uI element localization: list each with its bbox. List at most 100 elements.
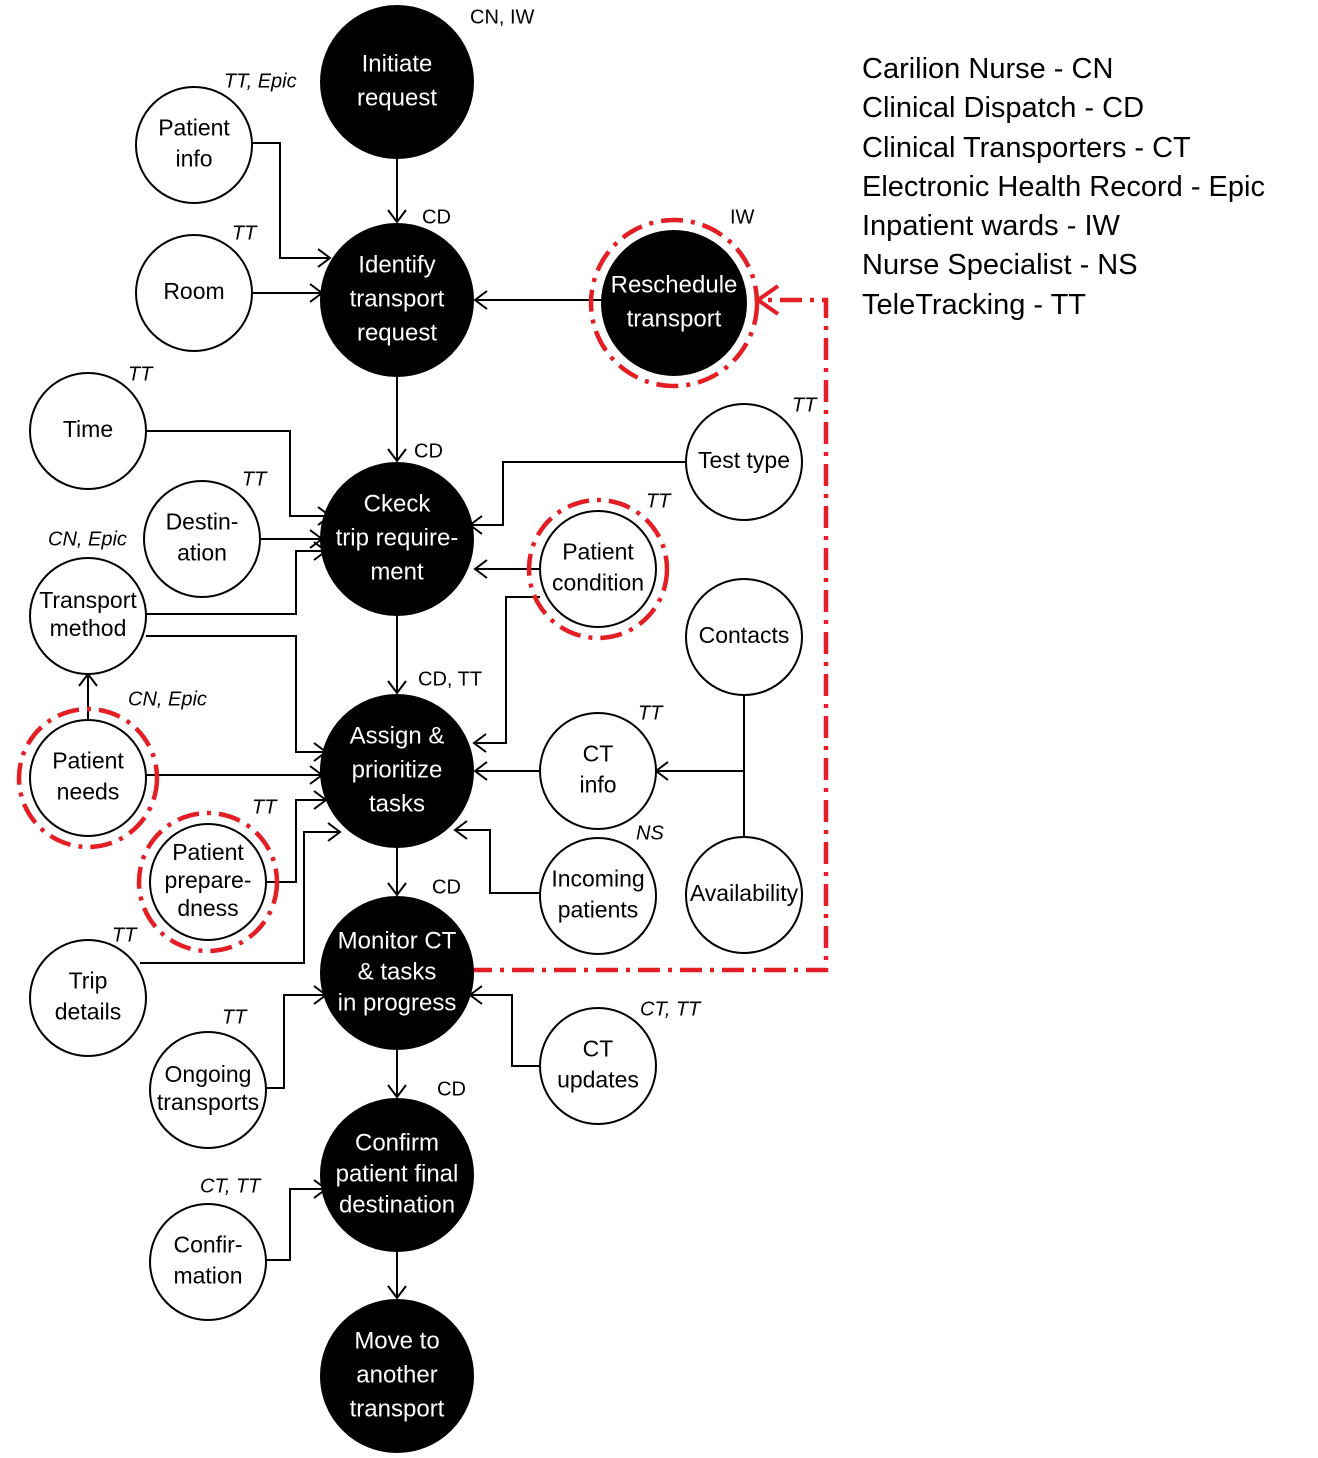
info-circle — [135, 234, 253, 352]
node-label-line: Assign & — [350, 722, 445, 749]
info-circle — [539, 837, 657, 955]
edge-needs-up — [78, 672, 98, 720]
info-circle — [29, 557, 147, 675]
source-label: NS — [636, 822, 664, 844]
node-label-line: transport — [350, 285, 445, 312]
legend-item: Carilion Nurse - CN — [862, 53, 1114, 85]
node-label-line: ation — [177, 540, 227, 566]
edge-needs — [146, 765, 324, 785]
legend-item: Clinical Transporters - CT — [862, 131, 1191, 164]
flow-assign-monitor — [387, 847, 407, 897]
node-ct-info: CT info — [539, 712, 657, 830]
node-label-line: patient final — [336, 1160, 459, 1187]
node-label-line: Availability — [690, 880, 799, 906]
connector-line — [474, 596, 540, 744]
node-label-line: Confir- — [173, 1232, 242, 1258]
info-circle — [149, 823, 267, 941]
node-label-line: Patient — [562, 539, 634, 565]
node-label-line: request — [357, 84, 437, 111]
edge-ct-updates — [468, 985, 540, 1067]
source-label: CN, Epic — [48, 528, 127, 550]
highlight-ring — [16, 706, 160, 850]
node-label-line: info — [579, 772, 616, 798]
diagram-connectors — [78, 142, 829, 1300]
arrowhead — [473, 290, 488, 310]
node-label-line: & tasks — [358, 958, 437, 985]
actor-label: IW — [730, 206, 755, 228]
node-label-line: Destin- — [166, 509, 239, 535]
node-label-line: trip require- — [336, 524, 459, 551]
task-circle — [320, 223, 474, 377]
flow-confirm-move — [387, 1251, 407, 1300]
source-label: CT, TT — [640, 998, 702, 1020]
node-label-line: info — [175, 146, 212, 172]
task-circle — [320, 5, 474, 159]
node-contacts: Contacts — [685, 578, 803, 696]
info-circle — [539, 712, 657, 830]
edge-reschedule — [473, 290, 602, 310]
arrowhead — [473, 559, 488, 579]
info-circle — [539, 510, 657, 628]
flow-check-assign — [387, 615, 407, 695]
connector-line — [470, 461, 686, 526]
info-circle — [685, 403, 803, 521]
node-label-line: Initiate — [362, 50, 433, 77]
node-label-line: in progress — [338, 989, 457, 1016]
actor-label: CD — [422, 206, 451, 228]
source-label: TT, Epic — [224, 70, 297, 92]
task-circle — [320, 694, 474, 848]
node-label-line: Room — [163, 278, 224, 304]
connector-line — [470, 994, 540, 1067]
node-label-line: Incoming — [551, 866, 644, 892]
arrowhead — [317, 248, 332, 268]
node-label-line: condition — [552, 570, 644, 596]
node-label-line: method — [50, 615, 127, 641]
task-circle — [320, 896, 474, 1050]
node-label-line: dness — [177, 895, 238, 921]
task-circle — [601, 230, 747, 376]
info-circle — [29, 939, 147, 1057]
flow-monitor-confirm — [387, 1049, 407, 1099]
connector-line — [266, 994, 326, 1089]
actor-label: CN, IW — [470, 6, 535, 28]
connector-line — [146, 550, 326, 615]
task-circle — [320, 1299, 474, 1453]
node-patient-info: Patient info — [135, 86, 253, 204]
node-label-line: Ongoing — [165, 1061, 252, 1087]
node-availability: Availability — [685, 836, 803, 954]
connector-line — [266, 799, 326, 883]
actor-label: CD — [414, 440, 443, 462]
edge-patient-info — [252, 142, 332, 268]
node-label-line: transports — [157, 1089, 259, 1115]
info-circle — [149, 1203, 267, 1321]
actor-label: CD, TT — [418, 668, 482, 690]
node-label-line: patients — [558, 897, 639, 923]
node-label-line: Patient — [158, 115, 230, 141]
node-label-line: Transport — [39, 587, 137, 613]
node-label-line: destination — [339, 1191, 455, 1218]
edge-destination — [260, 529, 324, 549]
flow-identify-check — [387, 376, 407, 463]
node-label-line: Patient — [172, 839, 244, 865]
node-label-line: Patient — [52, 748, 124, 774]
node-label-line: CT — [583, 741, 614, 767]
node-incoming-patients: Incoming patients — [539, 837, 657, 955]
task-circle — [320, 462, 474, 616]
source-label: TT — [646, 490, 672, 512]
edge-ct-info — [473, 761, 540, 781]
source-label: TT — [232, 222, 258, 244]
source-label: TT — [792, 394, 818, 416]
arrowhead — [453, 820, 468, 840]
source-label: TT — [252, 796, 278, 818]
